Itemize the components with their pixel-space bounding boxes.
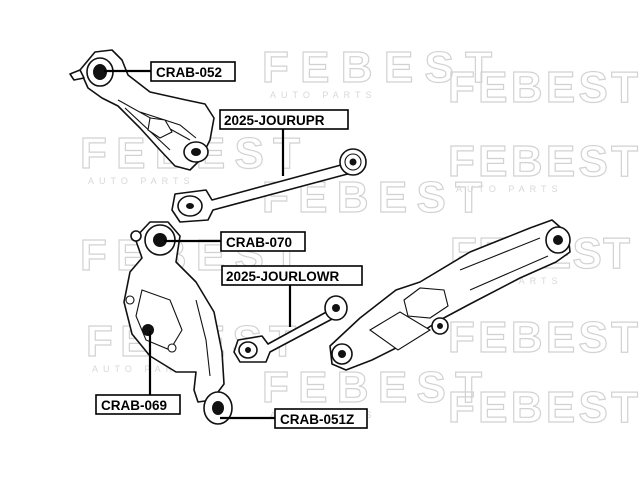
lower-control-arm — [329, 219, 571, 371]
label-crab-052-text: CRAB-052 — [156, 65, 222, 80]
label-crab-069-text: CRAB-069 — [101, 398, 167, 413]
knuckle — [123, 221, 233, 425]
label-crab-070: CRAB-070 — [220, 231, 306, 252]
leader-lines — [104, 69, 292, 420]
watermark-sub: AUTO PARTS — [92, 364, 199, 374]
label-crab-069: CRAB-069 — [95, 394, 181, 415]
label-crab-070-text: CRAB-070 — [226, 235, 292, 250]
label-crab-052: CRAB-052 — [150, 61, 236, 82]
label-crab-051z-text: CRAB-051Z — [280, 412, 354, 427]
watermark-sub: AUTO PARTS — [88, 176, 195, 186]
label-jourupr-text: 2025-JOURUPR — [224, 113, 325, 128]
label-jourlowr: 2025-JOURLOWR — [221, 265, 363, 286]
watermark-brand: FEBEST — [448, 313, 638, 362]
label-jourupr: 2025-JOURUPR — [219, 109, 349, 130]
label-crab-051z: CRAB-051Z — [274, 408, 368, 429]
label-jourlowr-text: 2025-JOURLOWR — [226, 269, 340, 284]
watermark-sub: AUTO PARTS — [456, 184, 563, 194]
upper-link-rod — [171, 148, 367, 223]
watermark-sub: AUTO PARTS — [270, 90, 377, 100]
upper-control-arm — [69, 49, 215, 171]
lower-link-rod — [233, 295, 348, 363]
